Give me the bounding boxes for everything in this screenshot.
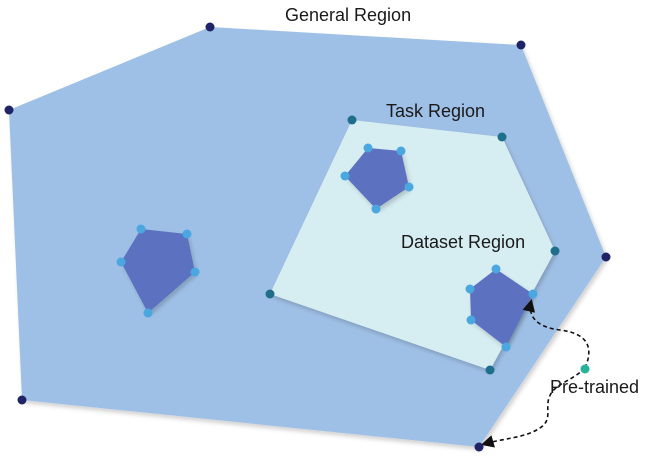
dataset-vertex — [491, 264, 501, 274]
task-region-label: Task Region — [386, 101, 486, 121]
task-vertex — [550, 246, 560, 256]
task-vertex — [347, 115, 357, 125]
general-vertex — [17, 395, 27, 405]
dataset-vertex — [340, 171, 350, 181]
pretrained-point — [580, 364, 590, 374]
dataset-region-task — [345, 148, 409, 209]
dataset-vertex — [465, 284, 475, 294]
dataset-vertex — [396, 146, 406, 156]
dataset-vertex — [466, 315, 476, 325]
dataset-region-left — [121, 229, 195, 313]
pretrained-path-to-dataset — [522, 298, 590, 369]
general-vertex — [601, 252, 611, 262]
general-region-vertices — [4, 22, 611, 452]
dataset-vertex — [190, 267, 200, 277]
dataset-vertex — [528, 289, 538, 299]
pretrained-label: Pre-trained — [550, 377, 640, 397]
dataset-region-main — [470, 269, 533, 347]
general-vertex — [474, 442, 484, 452]
general-vertex — [516, 40, 526, 50]
dataset-vertex — [116, 257, 126, 267]
task-region-vertices — [265, 115, 560, 375]
pretrained-path-to-general — [480, 367, 586, 448]
dataset-vertex — [371, 204, 381, 214]
general-region-label: General Region — [285, 5, 412, 25]
dataset-region-label: Dataset Region — [401, 232, 526, 252]
dataset-vertex — [136, 224, 146, 234]
general-vertex — [4, 105, 14, 115]
dataset-vertex — [143, 308, 153, 318]
dataset-vertex — [501, 342, 511, 352]
task-vertex — [497, 132, 507, 142]
general-vertex — [205, 22, 215, 32]
dataset-vertex — [404, 182, 414, 192]
dataset-vertex — [363, 143, 373, 153]
dataset-vertex — [182, 229, 192, 239]
dataset-region-vertices — [116, 143, 538, 352]
task-vertex — [265, 289, 275, 299]
task-vertex — [485, 365, 495, 375]
